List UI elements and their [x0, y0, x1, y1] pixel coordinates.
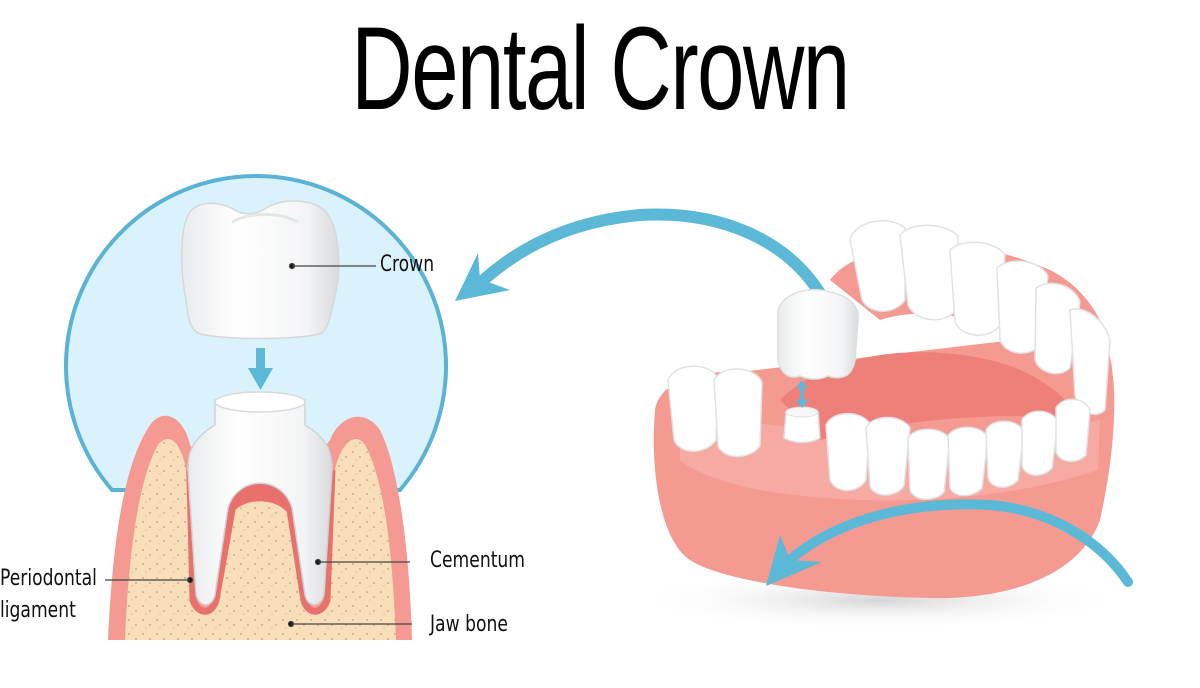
upper-molars — [849, 220, 1111, 416]
label-periodontal-line1: Periodontal — [0, 566, 97, 591]
arrow-down-icon — [248, 348, 273, 390]
crown-cap — [181, 200, 340, 340]
label-periodontal-line2: ligament — [0, 598, 76, 623]
prepared-tooth — [187, 399, 333, 606]
floating-crown — [777, 289, 859, 380]
jaw-bone — [125, 439, 396, 640]
page-title: Dental Crown — [351, 3, 850, 135]
jaw-illustration — [630, 220, 1133, 630]
cross-section-illustration — [64, 174, 448, 640]
lower-teeth — [667, 365, 1091, 500]
label-cementum: Cementum — [430, 548, 526, 573]
curved-arrow-icon — [455, 208, 830, 306]
abutment — [783, 411, 821, 444]
label-crown: Crown — [380, 252, 435, 277]
double-arrow-icon — [796, 380, 808, 408]
leader-lines — [105, 262, 412, 628]
label-jaw-bone: Jaw bone — [430, 612, 508, 637]
curved-arrow-bottom-icon — [766, 499, 1133, 587]
